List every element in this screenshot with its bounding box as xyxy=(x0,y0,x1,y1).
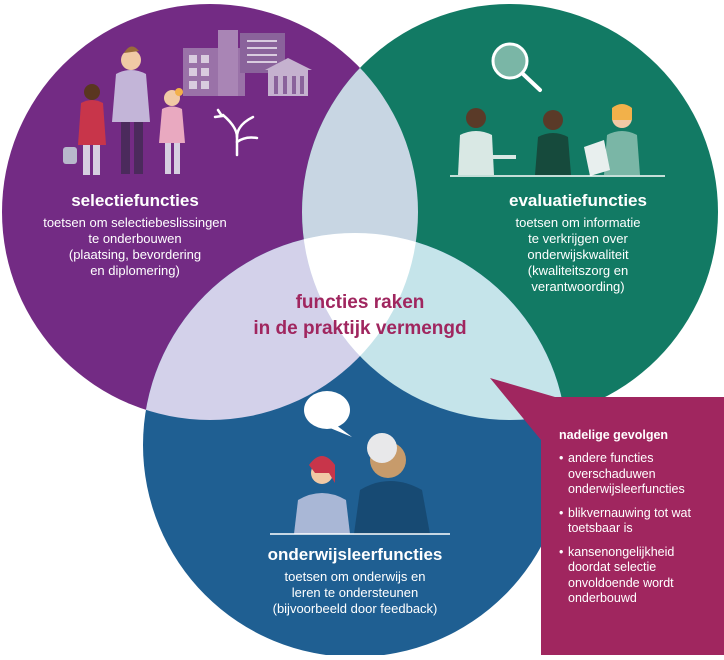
negative-consequences-callout: nadelige gevolgen andere functies oversc… xyxy=(541,397,724,655)
center-line-2: in de praktijk vermengd xyxy=(253,318,467,339)
overlap-evaluation-learning xyxy=(302,233,567,420)
callout-item-3: kansenongelijkheid doordat selectie onvo… xyxy=(559,545,714,607)
evaluation-text: evaluatiefuncties toetsen om informatie … xyxy=(478,191,678,295)
evaluation-line-1: toetsen om informatie xyxy=(515,215,641,230)
callout-list: andere functies overschaduwen onderwijsl… xyxy=(559,451,714,607)
center-overlap-text: functies raken in de praktijk vermengd xyxy=(190,290,530,342)
center-line-1: functies raken xyxy=(295,292,425,313)
learning-title: onderwijsleerfuncties xyxy=(267,545,443,564)
selection-title: selectiefuncties xyxy=(71,191,199,210)
callout-title: nadelige gevolgen xyxy=(559,428,669,442)
speech-bubble-icon xyxy=(304,391,352,437)
students-illustration xyxy=(63,46,185,175)
learning-text: onderwijsleerfuncties toetsen om onderwi… xyxy=(225,545,485,617)
evaluation-line-2: te verkrijgen over xyxy=(528,231,628,246)
evaluation-line-3: onderwijskwaliteit xyxy=(527,247,629,262)
callout-item-2: blikvernauwing tot wat toetsbaar is xyxy=(559,506,714,537)
teacher-student-illustration xyxy=(270,433,450,535)
selection-line-1: toetsen om selectiebeslissingen xyxy=(43,215,227,230)
overlap-selection-learning xyxy=(143,233,418,420)
learning-line-3: (bijvoorbeeld door feedback) xyxy=(272,601,438,616)
evaluation-line-4: (kwaliteitszorg en xyxy=(527,263,629,278)
selection-line-2: te onderbouwen xyxy=(88,231,182,246)
branching-arrows-icon xyxy=(213,108,259,157)
school-buildings-illustration xyxy=(183,30,312,96)
inspectors-illustration xyxy=(450,104,665,177)
callout-item-1: andere functies overschaduwen onderwijsl… xyxy=(559,451,714,498)
evaluation-title: evaluatiefuncties xyxy=(509,191,647,210)
learning-line-1: toetsen om onderwijs en xyxy=(284,569,426,584)
evaluation-line-5: verantwoording) xyxy=(531,279,625,294)
selection-line-4: en diplomering) xyxy=(90,263,180,278)
selection-line-3: (plaatsing, bevordering xyxy=(68,247,202,262)
learning-line-2: leren te ondersteunen xyxy=(291,585,419,600)
magnifier-icon xyxy=(491,42,542,92)
selection-text: selectiefuncties toetsen om selectiebesl… xyxy=(15,191,255,279)
